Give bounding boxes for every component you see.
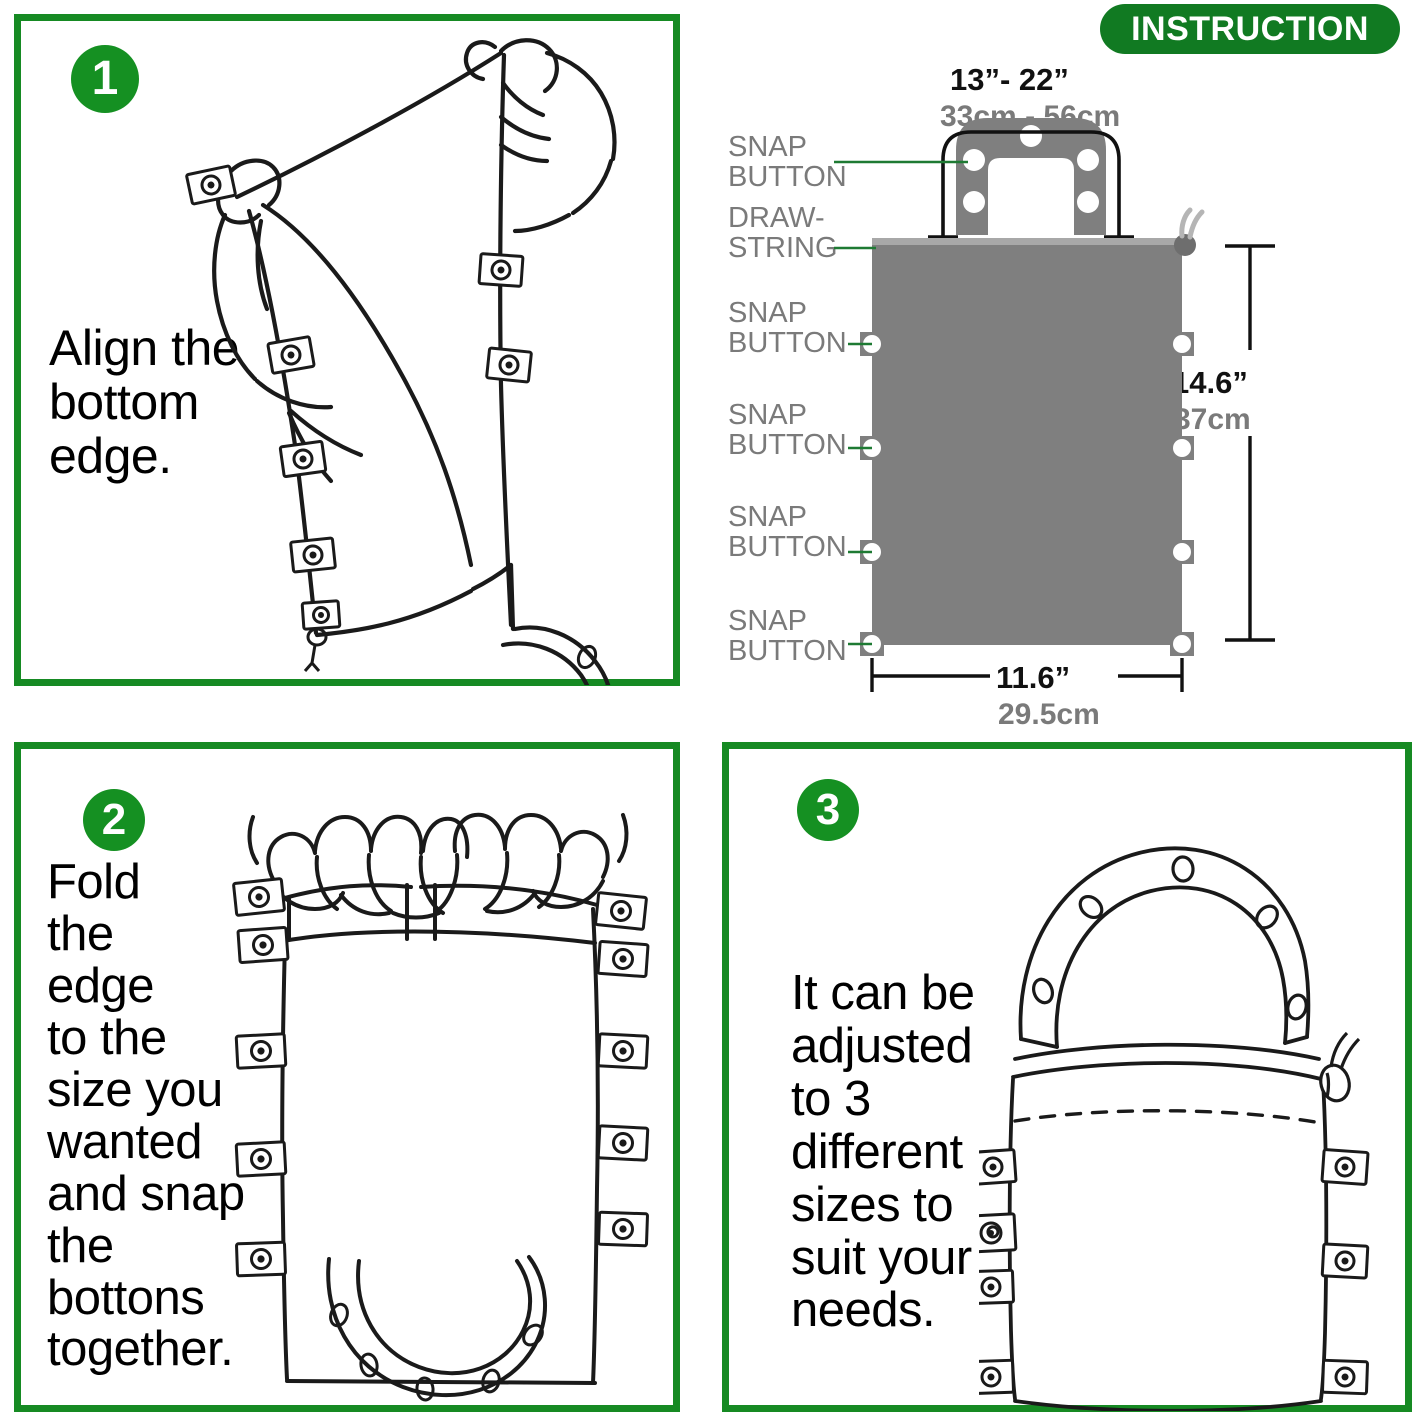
body-width-cm: 29.5cm: [998, 698, 1100, 731]
body-height-inches: 14.6”: [1172, 365, 1248, 400]
product-spec-diagram: 13”- 22” 33cm - 56cm 14.6” 37cm 11.6” 29…: [700, 40, 1412, 731]
callout-label-snap-button-2: SNAP BUTTON: [728, 399, 847, 462]
spec-bag-drawing: [834, 118, 1275, 692]
instruction-badge-label: INSTRUCTION: [1131, 10, 1369, 48]
callout-label-drawstring: DRAW- STRING: [728, 202, 838, 265]
step-panel-1: 1 Align the bottom edge.: [14, 14, 680, 686]
step-2-instruction-text: Fold the edge to the size you wanted and…: [47, 855, 245, 1377]
width-dimension-line: [870, 658, 1184, 692]
callout-label-snap-button-4: SNAP BUTTON: [728, 605, 847, 668]
step-number-badge-3: 3: [797, 779, 859, 841]
handle-eyelet-group: [1031, 855, 1308, 1021]
handle-width-bracket: [928, 130, 1134, 239]
drawstring-toggle: [1174, 207, 1205, 256]
step-number-badge-2: 2: [83, 789, 145, 851]
callout-label-snap-button-1: SNAP BUTTON: [728, 297, 847, 360]
height-dimension-line: [1225, 244, 1275, 642]
handle-snap-holes: [963, 125, 1099, 213]
handle-shape: [956, 118, 1106, 235]
drawstring-toggle-icon: [1319, 1031, 1361, 1103]
step-number-badge-1: 1: [71, 45, 139, 113]
instruction-badge: INSTRUCTION: [1100, 4, 1400, 54]
body-height-cm: 37cm: [1174, 403, 1251, 436]
callout-leader-lines: [834, 160, 968, 646]
step-panel-2: 2 Fold the edge to the size you wanted a…: [14, 742, 680, 1412]
handle-width-inches: 13”- 22”: [950, 62, 1069, 97]
step-3-instruction-text: It can be adjusted to 3 different sizes …: [791, 966, 975, 1338]
step-panel-3: 3 It can be adjusted to 3 different size…: [722, 742, 1412, 1412]
bag-body: [872, 245, 1182, 645]
callout-label-handle-snap-button: SNAP BUTTON: [728, 131, 847, 194]
drawstring-toggle-icon: [303, 627, 328, 672]
step-1-instruction-text: Align the bottom edge.: [49, 320, 240, 484]
body-width-inches: 11.6”: [996, 660, 1071, 695]
callout-label-snap-button-3: SNAP BUTTON: [728, 501, 847, 564]
